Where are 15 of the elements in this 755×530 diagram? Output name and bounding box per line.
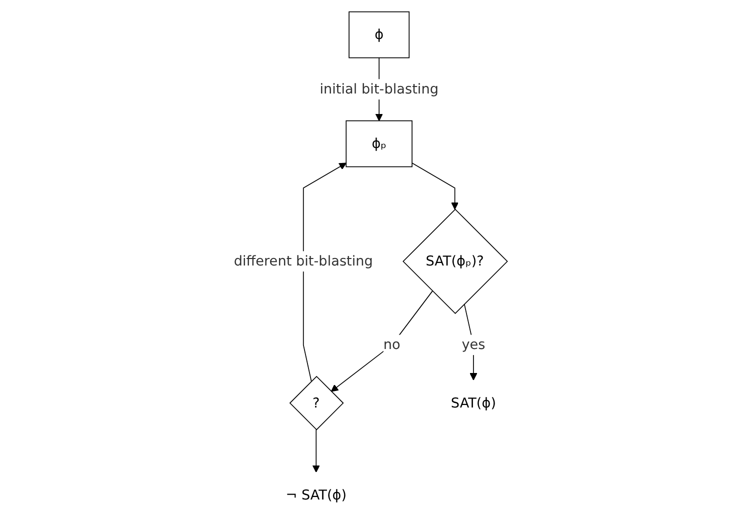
arrow [411,162,458,210]
edge-label: no [383,336,400,353]
arrow [464,304,478,380]
edge-label: initial bit-blasting [320,80,438,97]
node-text: SAT(ϕ) [450,394,496,411]
arrow [330,290,433,392]
node-text: ¬ SAT(ϕ) [286,486,346,503]
node-box: ϕₚ [346,120,412,168]
node-box: ϕ [348,11,410,58]
edge-label: different bit-blasting [234,252,373,270]
arrow [302,162,346,382]
edge-label: yes [462,336,486,353]
arrow [312,429,320,473]
node-diamond: ? [289,376,344,430]
node-diamond: SAT(ϕₚ)? [402,208,508,314]
